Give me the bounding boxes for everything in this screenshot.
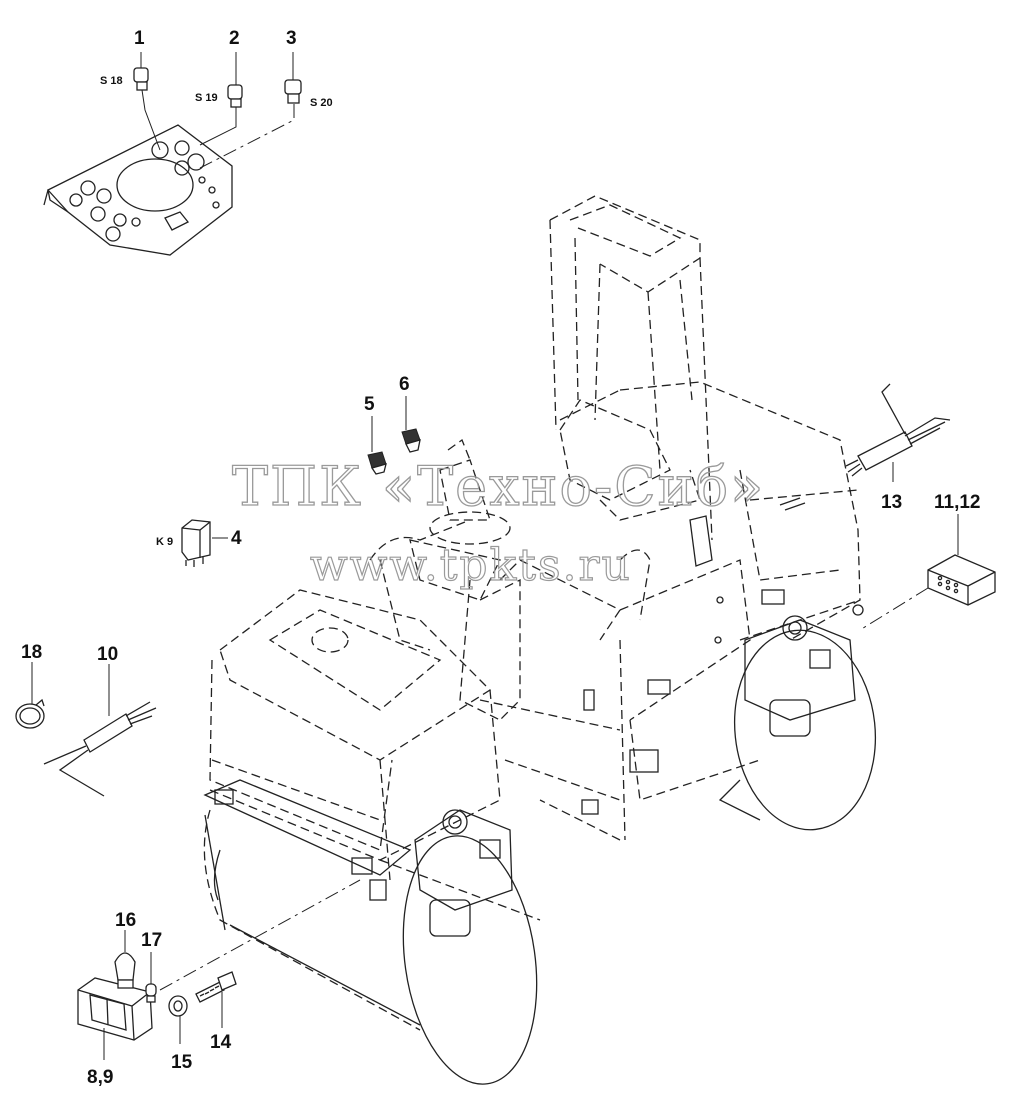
bulb-17: [145, 952, 157, 1003]
callout-10: 10: [97, 644, 118, 665]
callout-8-9: 8,9: [87, 1067, 113, 1088]
switch-s20: [199, 52, 302, 169]
fuse-5: [367, 416, 387, 475]
watermark: ТПК «Техно-Сиб» www.tpkts.ru: [231, 454, 765, 591]
callout-14: 14: [210, 1032, 232, 1053]
callout-18: 18: [21, 642, 42, 663]
tag-k9: K 9: [156, 536, 173, 548]
callout-6: 6: [399, 374, 410, 395]
roller-machine: [203, 195, 877, 1085]
tag-s18: S 18: [100, 75, 123, 87]
callout-2: 2: [229, 28, 240, 49]
cable-10: [43, 664, 157, 797]
tail-lamp-8-9: [77, 977, 153, 1060]
callout-1: 1: [134, 28, 145, 49]
screw-14: [159, 879, 361, 1028]
fuse-6: [401, 396, 421, 453]
callout-13: 13: [881, 492, 902, 513]
callout-17: 17: [141, 930, 162, 951]
watermark-company: ТПК «Техно-Сиб»: [232, 455, 765, 518]
watermark-url: www.tpkts.ru: [310, 540, 632, 591]
callout-3: 3: [286, 28, 297, 49]
lamp-11-12: [859, 514, 996, 631]
callout-15: 15: [171, 1052, 193, 1073]
switch-s19: [199, 52, 243, 146]
tag-s20: S 20: [310, 97, 333, 109]
callout-16: 16: [115, 910, 136, 931]
instrument-panel: [43, 124, 233, 256]
washer-15: [168, 995, 188, 1044]
relay-k9: [181, 519, 228, 567]
bulb-16: [114, 930, 136, 989]
callout-11-12: 11,12: [934, 492, 981, 513]
callout-4: 4: [231, 528, 242, 549]
tag-s19: S 19: [195, 92, 218, 104]
cable-13: [845, 383, 951, 482]
callout-5: 5: [364, 394, 375, 415]
switch-s18: [133, 52, 161, 151]
clamp-18: [15, 662, 45, 729]
